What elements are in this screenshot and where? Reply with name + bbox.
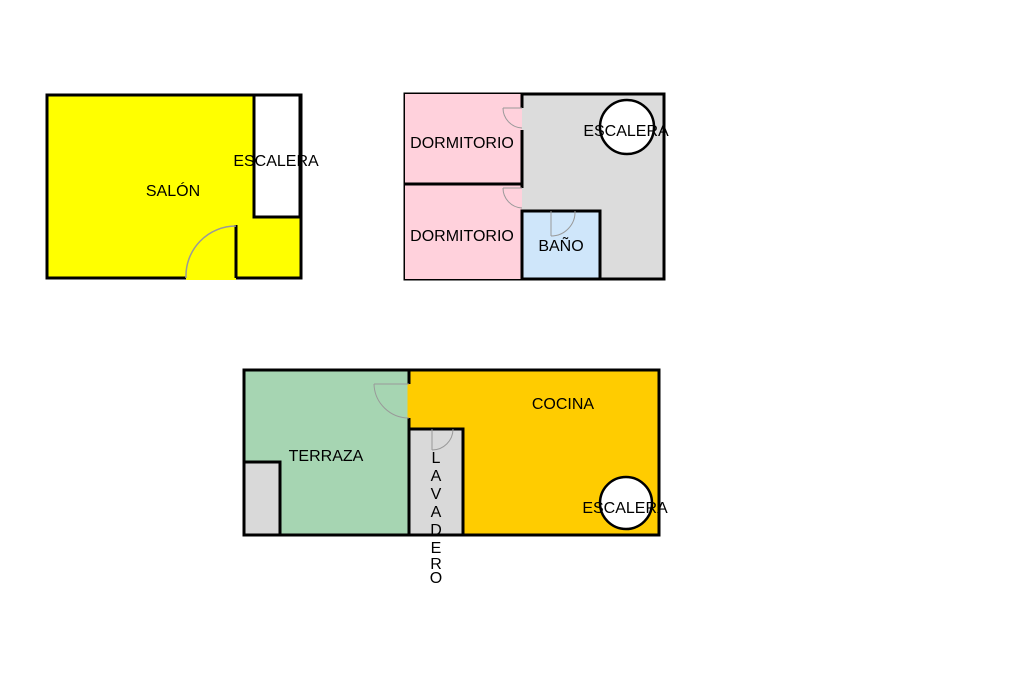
escalera-box [252,93,302,219]
dormitorio-1-label: DORMITORIO [410,135,514,152]
lavadero-letter: R [430,556,442,573]
cocina-label: COCINA [532,396,595,413]
escalera-label-salon: ESCALERA [233,153,319,170]
terraza-label: TERRAZA [289,448,364,465]
bano-room [520,209,602,281]
bano-label: BAÑO [538,235,583,255]
plan-salon: SALÓN ESCALERA [45,93,319,280]
storage-box [242,460,282,537]
dormitorio-1-room [405,94,522,183]
lavadero-letter: O [430,570,442,587]
escalera-label-top: ESCALERA [583,123,669,140]
lavadero-label: L A V A D E R O [430,450,442,587]
salon-label: SALÓN [146,181,200,200]
lavadero-letter: D [430,522,442,539]
lavadero-letter: L [432,450,441,467]
lavadero-letter: E [431,540,442,557]
plan-dormitorios: DORMITORIO DORMITORIO ESCALERA BAÑO [403,92,669,281]
dormitorio-2-room [405,184,522,279]
terraza-door-arc [373,383,410,419]
lavadero-room [407,427,465,537]
salon-door-arc [185,225,237,279]
lavadero-letter: A [431,468,442,485]
dormitorio-2-label: DORMITORIO [410,228,514,245]
bano-door-arc [550,210,576,237]
escalera-circle-top [598,98,656,156]
escalera-circle-bottom [598,475,654,531]
dorm1-door-arc [502,107,523,129]
plan-cocina: TERRAZA COCINA ESCALERA L A V A D E R O [242,368,668,587]
dorm2-door-arc [502,187,523,209]
lavadero-letter: V [431,486,442,503]
lavadero-door-arc [431,428,454,451]
escalera-label-bottom: ESCALERA [582,500,668,517]
lavadero-letter: A [431,504,442,521]
